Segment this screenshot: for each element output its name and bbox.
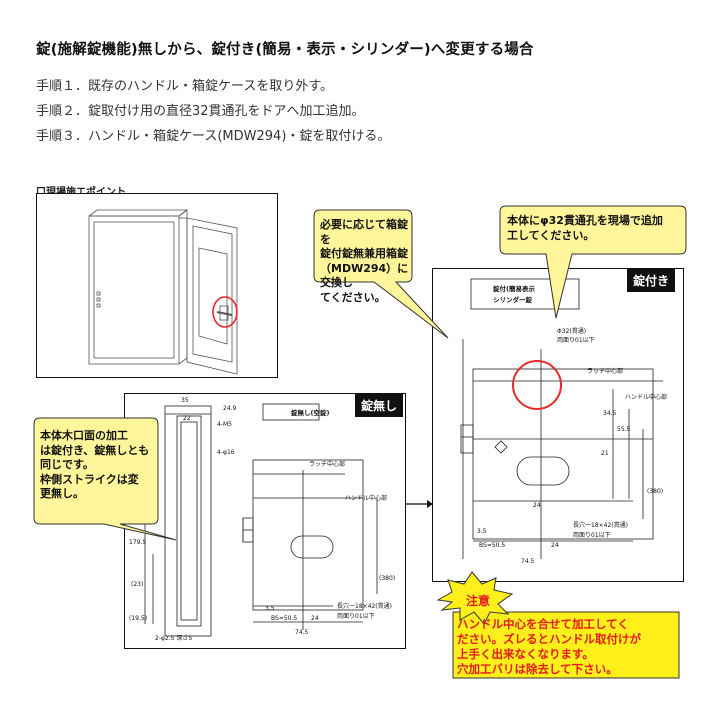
- label-box-with-2: シリンダー錠: [493, 295, 533, 304]
- phi32-circle: [512, 360, 562, 410]
- dim-19-5: (19.5): [129, 615, 147, 622]
- phi32-label: Φ32(貫通): [557, 327, 586, 335]
- without-lock-drawing: 錠無し(空錠) 35 24.9 22 4-M5 4-φ16 ラッチ中心部 ハンド…: [129, 397, 395, 642]
- panel-without-lock: 錠無し(空錠) 35 24.9 22 4-M5 4-φ16 ラッチ中心部 ハンド…: [124, 393, 406, 649]
- holes-label: 2-φ2.5 深さ5: [155, 634, 192, 642]
- arrow-right-icon: [405, 500, 433, 508]
- callout-left-bubble: [33, 417, 177, 541]
- callout-left-text: 本体木口面の加工 は錠付き、錠無しとも 同じです。 枠側ストライクは変 更無し。: [40, 429, 150, 500]
- dim-23: (23): [131, 581, 143, 588]
- warning-text: ハンドル中心を合せて加工してく ださい。ズレるとハンドル取付けが 上手く出来なく…: [457, 617, 641, 676]
- chamfer-label-without: 両面り01以下: [337, 613, 375, 620]
- label-box-with-1: 錠付(簡易表示: [493, 284, 535, 293]
- dim-179-5: 179.5: [129, 539, 146, 546]
- dim-380-with: (380): [647, 488, 663, 495]
- warning-head: 注意: [466, 594, 491, 608]
- dim-3-5-with: 3.5: [477, 528, 487, 535]
- dim-bs-without: BS=50.5: [271, 615, 297, 622]
- step-2: 手順２．錠取付け用の直径32貫通孔をドアへ加工追加。: [36, 104, 365, 119]
- dim-74-5-without: 74.5: [295, 629, 309, 636]
- warning-box: [452, 611, 680, 679]
- dim-380-without: (380): [379, 575, 395, 582]
- slot-label-with: 長穴一18×42(貫通): [573, 521, 628, 529]
- chamfer-top-label: 両面り01以下: [557, 337, 595, 344]
- dim-bs-with: BS=50.5: [479, 542, 505, 549]
- dim-21: 21: [601, 450, 609, 457]
- dim-74-5-with: 74.5: [521, 558, 535, 565]
- slot-label-without: 長穴一18×42(貫通): [337, 602, 392, 610]
- dim-55-5: 55.5: [617, 426, 631, 433]
- callout-right-text: 本体にφ32貫通孔を現場で追加 工してください。: [507, 214, 663, 242]
- dim-4-m5: 4-M5: [217, 421, 232, 428]
- callout-mid-text: 必要に応じて箱錠を 錠付錠無兼用箱錠 （MDW294）に交換し てください。: [320, 218, 409, 304]
- dim-24-b: 24: [551, 542, 559, 549]
- cabinet-drawing: [88, 209, 238, 375]
- dim-35: 35: [181, 397, 189, 404]
- step-3: 手順３．ハンドル・箱錠ケース(MDW294)・錠を取付ける。: [36, 129, 391, 144]
- dim-4-m16: 4-φ16: [217, 449, 235, 456]
- with-lock-drawing: 錠付(簡易表示 シリンダー錠 Φ32(貫通) 両面り01以下 ラッチ中心部 ハン…: [460, 278, 667, 565]
- dim-34-5: 34.5: [603, 410, 617, 417]
- latch-center-label-without: ラッチ中心部: [309, 460, 345, 468]
- cabinet-panel: [36, 193, 278, 378]
- panel-with-lock: 錠付(簡易表示 シリンダー錠 Φ32(貫通) 両面り01以下 ラッチ中心部 ハン…: [432, 268, 684, 582]
- tag-with-lock: 錠付き: [627, 269, 676, 292]
- step-1: 手順１．既存のハンドル・箱錠ケースを取り外す。: [36, 79, 334, 94]
- highlight-circle-cabinet: [212, 296, 238, 328]
- dim-22: 22: [183, 415, 191, 422]
- callout-right-bubble: [499, 205, 687, 319]
- tag-without-lock: 錠無し: [355, 394, 404, 417]
- dim-24-a: 24: [533, 502, 541, 509]
- callout-mid-bubble: [313, 209, 449, 339]
- dim-24-without: 24: [311, 615, 319, 622]
- page-title: 錠(施解錠機能)無しから、錠付き(簡易・表示・シリンダー)へ変更する場合: [36, 42, 534, 58]
- chamfer-label-with: 両面り01以下: [573, 532, 611, 539]
- label-box-without: 錠無し(空錠): [291, 408, 329, 417]
- section-label: 口現場施エポイント: [36, 183, 126, 198]
- warning-burst: [436, 571, 514, 625]
- handle-center-label-without: ハンドル中心部: [345, 494, 387, 502]
- dim-24-9: 24.9: [223, 405, 237, 412]
- handle-center-label-with: ハンドル中心部: [625, 393, 667, 401]
- latch-center-label-with: ラッチ中心部: [587, 367, 623, 375]
- dim-3-5-without: 3.5: [265, 605, 275, 612]
